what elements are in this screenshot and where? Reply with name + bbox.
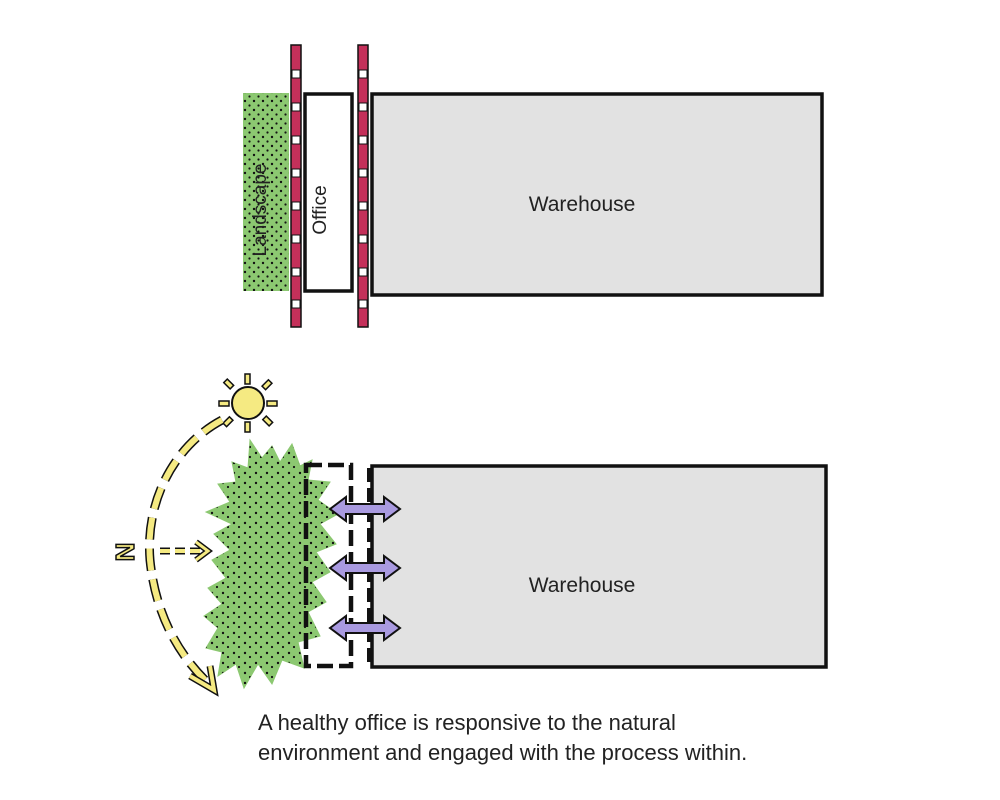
north-label: N [110, 543, 140, 562]
bottom-plan: N Warehouse [109, 373, 828, 697]
office-box: Office [303, 92, 354, 293]
top-plan: Landscape Office [243, 44, 824, 328]
double-arrow-icon-2 [328, 554, 402, 582]
sun-icon [218, 373, 278, 433]
red-wall-right [357, 44, 369, 328]
double-arrow-icon-1 [328, 495, 402, 523]
warehouse-box-top: Warehouse [370, 92, 824, 297]
tree-canopy-icon [203, 438, 339, 690]
landscape-label: Landscape [250, 164, 271, 257]
caption-line-2: environment and engaged with the process… [258, 740, 748, 765]
warehouse-box-bottom: Warehouse [367, 464, 828, 669]
north-arrow-icon: N [109, 539, 213, 563]
double-arrow-icon-3 [328, 614, 402, 642]
warehouse-label-bottom: Warehouse [529, 574, 636, 597]
office-label: Office [310, 185, 331, 234]
landscape-strip: Landscape [243, 93, 289, 291]
caption: A healthy office is responsive to the na… [258, 708, 898, 768]
sun-path-arc [144, 416, 225, 697]
caption-line-1: A healthy office is responsive to the na… [258, 710, 676, 735]
red-wall-left [290, 44, 302, 328]
warehouse-label-top: Warehouse [529, 193, 636, 216]
